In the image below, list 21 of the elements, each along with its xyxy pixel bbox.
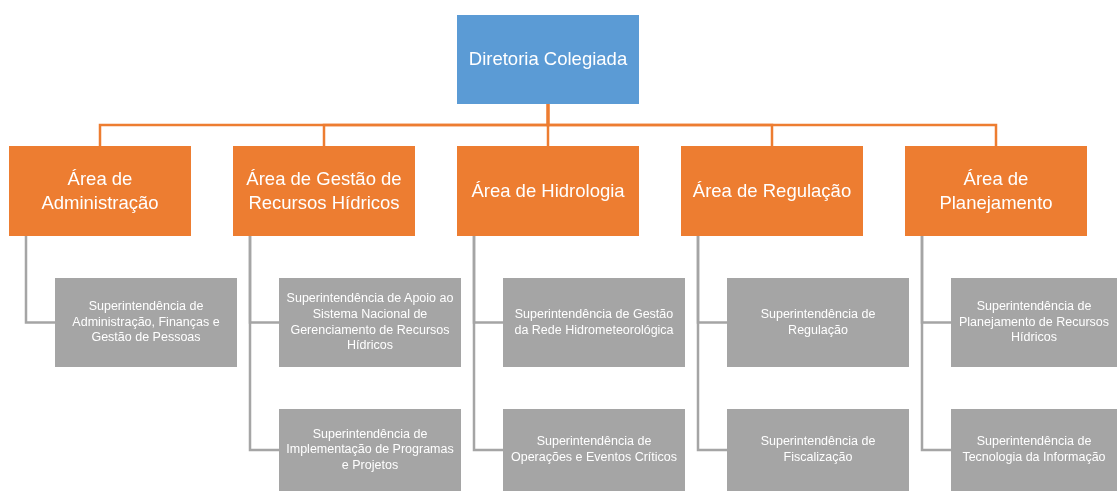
unit-box: Superintendência de Regulação bbox=[727, 278, 909, 367]
connector-line bbox=[696, 236, 727, 452]
board-box: Diretoria Colegiada bbox=[457, 15, 639, 104]
unit-box: Superintendência de Implementação de Programas e Projetos bbox=[279, 409, 461, 491]
area-box: Área de Regulação bbox=[681, 146, 863, 236]
unit-box: Superintendência de Operações e Eventos Críticos bbox=[503, 409, 685, 491]
area-box: Área de Gestão de Recursos Hídricos bbox=[233, 146, 415, 236]
connector-line bbox=[24, 236, 55, 324]
connector-line bbox=[546, 104, 998, 146]
unit-box: Superintendência de Tecnologia da Informação bbox=[951, 409, 1117, 491]
connector-line bbox=[472, 236, 503, 452]
connector-line bbox=[920, 236, 951, 452]
area-box: Área de Hidrologia bbox=[457, 146, 639, 236]
area-box: Área de Administração bbox=[9, 146, 191, 236]
connector-line bbox=[248, 236, 279, 452]
unit-box: Superintendência de Administração, Finanças e Gestão de Pessoas bbox=[55, 278, 237, 367]
unit-box: Superintendência de Apoio ao Sistema Nacional de Gerenciamento de Recursos Hídricos bbox=[279, 278, 461, 367]
area-box: Área de Planejamento bbox=[905, 146, 1087, 236]
unit-box: Superintendência de Planejamento de Recursos Hídricos bbox=[951, 278, 1117, 367]
unit-box: Superintendência de Fiscalização bbox=[727, 409, 909, 491]
unit-box: Superintendência de Gestão da Rede Hidrometeorológica bbox=[503, 278, 685, 367]
